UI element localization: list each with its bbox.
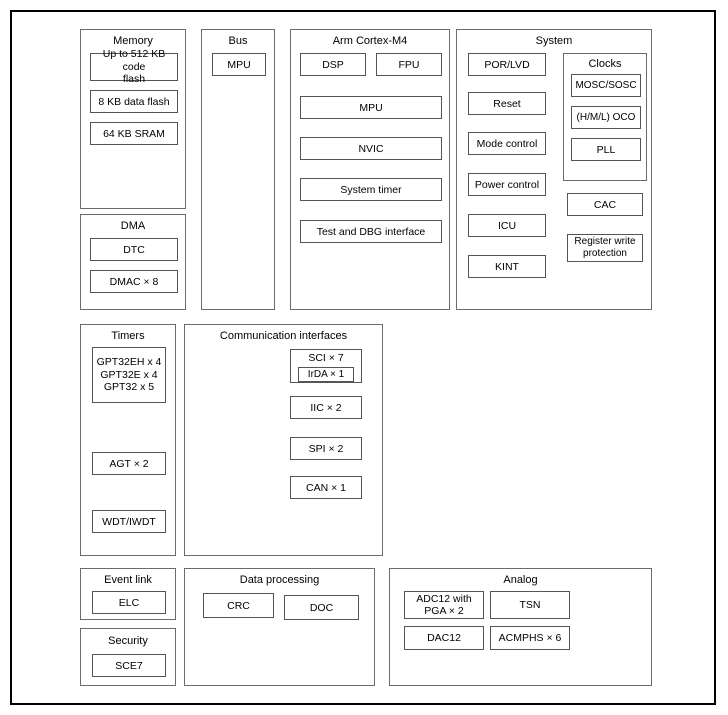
block-code-flash: Up to 512 KB code flash [90, 48, 178, 85]
group-system: System POR/LVD Reset Mode control Power … [456, 29, 652, 310]
block-can: CAN × 1 [290, 476, 362, 499]
block-agt: AGT × 2 [92, 452, 166, 475]
block-system-timer: System timer [300, 178, 442, 201]
group-analog-title: Analog [503, 574, 538, 586]
block-bus-mpu: MPU [212, 53, 266, 76]
group-event-link: Event link ELC [80, 568, 176, 620]
group-data-processing: Data processing CRC DOC [184, 568, 375, 686]
block-spi: SPI × 2 [290, 437, 362, 460]
block-iic: IIC × 2 [290, 396, 362, 419]
group-communication-interfaces: Communication interfaces SCI × 7 IrDA × … [184, 324, 383, 556]
block-fpu: FPU [376, 53, 442, 76]
group-timers-title: Timers [111, 330, 145, 342]
group-timers: Timers GPT32EH x 4 GPT32E x 4 GPT32 x 5 … [80, 324, 176, 556]
diagram-outer-frame: Memory Up to 512 KB code flash 8 KB data… [10, 10, 716, 705]
block-gpt: GPT32EH x 4 GPT32E x 4 GPT32 x 5 [92, 347, 166, 403]
block-sci-label: SCI × 7 [308, 352, 344, 364]
block-oco: (H/M/L) OCO [571, 106, 641, 129]
block-pll: PLL [571, 138, 641, 161]
block-test-dbg-interface: Test and DBG interface [300, 220, 442, 243]
block-crc: CRC [203, 593, 274, 618]
group-dma-title: DMA [120, 220, 146, 232]
block-dac12: DAC12 [404, 626, 484, 650]
block-icu: ICU [468, 214, 546, 237]
group-clocks: Clocks MOSC/SOSC (H/M/L) OCO PLL [563, 53, 647, 181]
block-nvic: NVIC [300, 137, 442, 160]
group-memory-title: Memory [113, 35, 153, 47]
group-comm-title: Communication interfaces [219, 330, 348, 342]
block-adc12: ADC12 with PGA × 2 [404, 591, 484, 619]
group-clocks-title: Clocks [588, 58, 622, 70]
group-arm-cortex-m4: Arm Cortex-M4 DSP FPU MPU NVIC System ti… [290, 29, 450, 310]
block-sram: 64 KB SRAM [90, 122, 178, 145]
block-doc: DOC [284, 595, 359, 620]
block-kint: KINT [468, 255, 546, 278]
group-data-processing-title: Data processing [239, 574, 320, 586]
group-bus: Bus MPU [201, 29, 275, 310]
block-dmac: DMAC × 8 [90, 270, 178, 293]
group-memory: Memory Up to 512 KB code flash 8 KB data… [80, 29, 186, 209]
block-reset: Reset [468, 92, 546, 115]
group-bus-title: Bus [228, 35, 248, 47]
block-dsp: DSP [300, 53, 366, 76]
block-sce7: SCE7 [92, 654, 166, 677]
group-cpu-title: Arm Cortex-M4 [332, 35, 408, 47]
group-analog: Analog ADC12 with PGA × 2 TSN DAC12 ACMP… [389, 568, 652, 686]
block-register-write-protection: Register write protection [567, 234, 643, 262]
block-data-flash: 8 KB data flash [90, 90, 178, 113]
block-power-control: Power control [468, 173, 546, 196]
group-event-link-title: Event link [104, 574, 152, 586]
block-wdt-iwdt: WDT/IWDT [92, 510, 166, 533]
block-dtc: DTC [90, 238, 178, 261]
block-acmphs: ACMPHS × 6 [490, 626, 570, 650]
block-sci: SCI × 7 IrDA × 1 [290, 349, 362, 383]
block-mosc-sosc: MOSC/SOSC [571, 74, 641, 97]
group-dma: DMA DTC DMAC × 8 [80, 214, 186, 310]
group-security-title: Security [108, 635, 148, 647]
group-security: Security SCE7 [80, 628, 176, 686]
block-cpu-mpu: MPU [300, 96, 442, 119]
block-por-lvd: POR/LVD [468, 53, 546, 76]
block-cac: CAC [567, 193, 643, 216]
group-system-title: System [535, 35, 573, 47]
block-irda: IrDA × 1 [298, 367, 354, 382]
block-tsn: TSN [490, 591, 570, 619]
block-mode-control: Mode control [468, 132, 546, 155]
block-elc: ELC [92, 591, 166, 614]
